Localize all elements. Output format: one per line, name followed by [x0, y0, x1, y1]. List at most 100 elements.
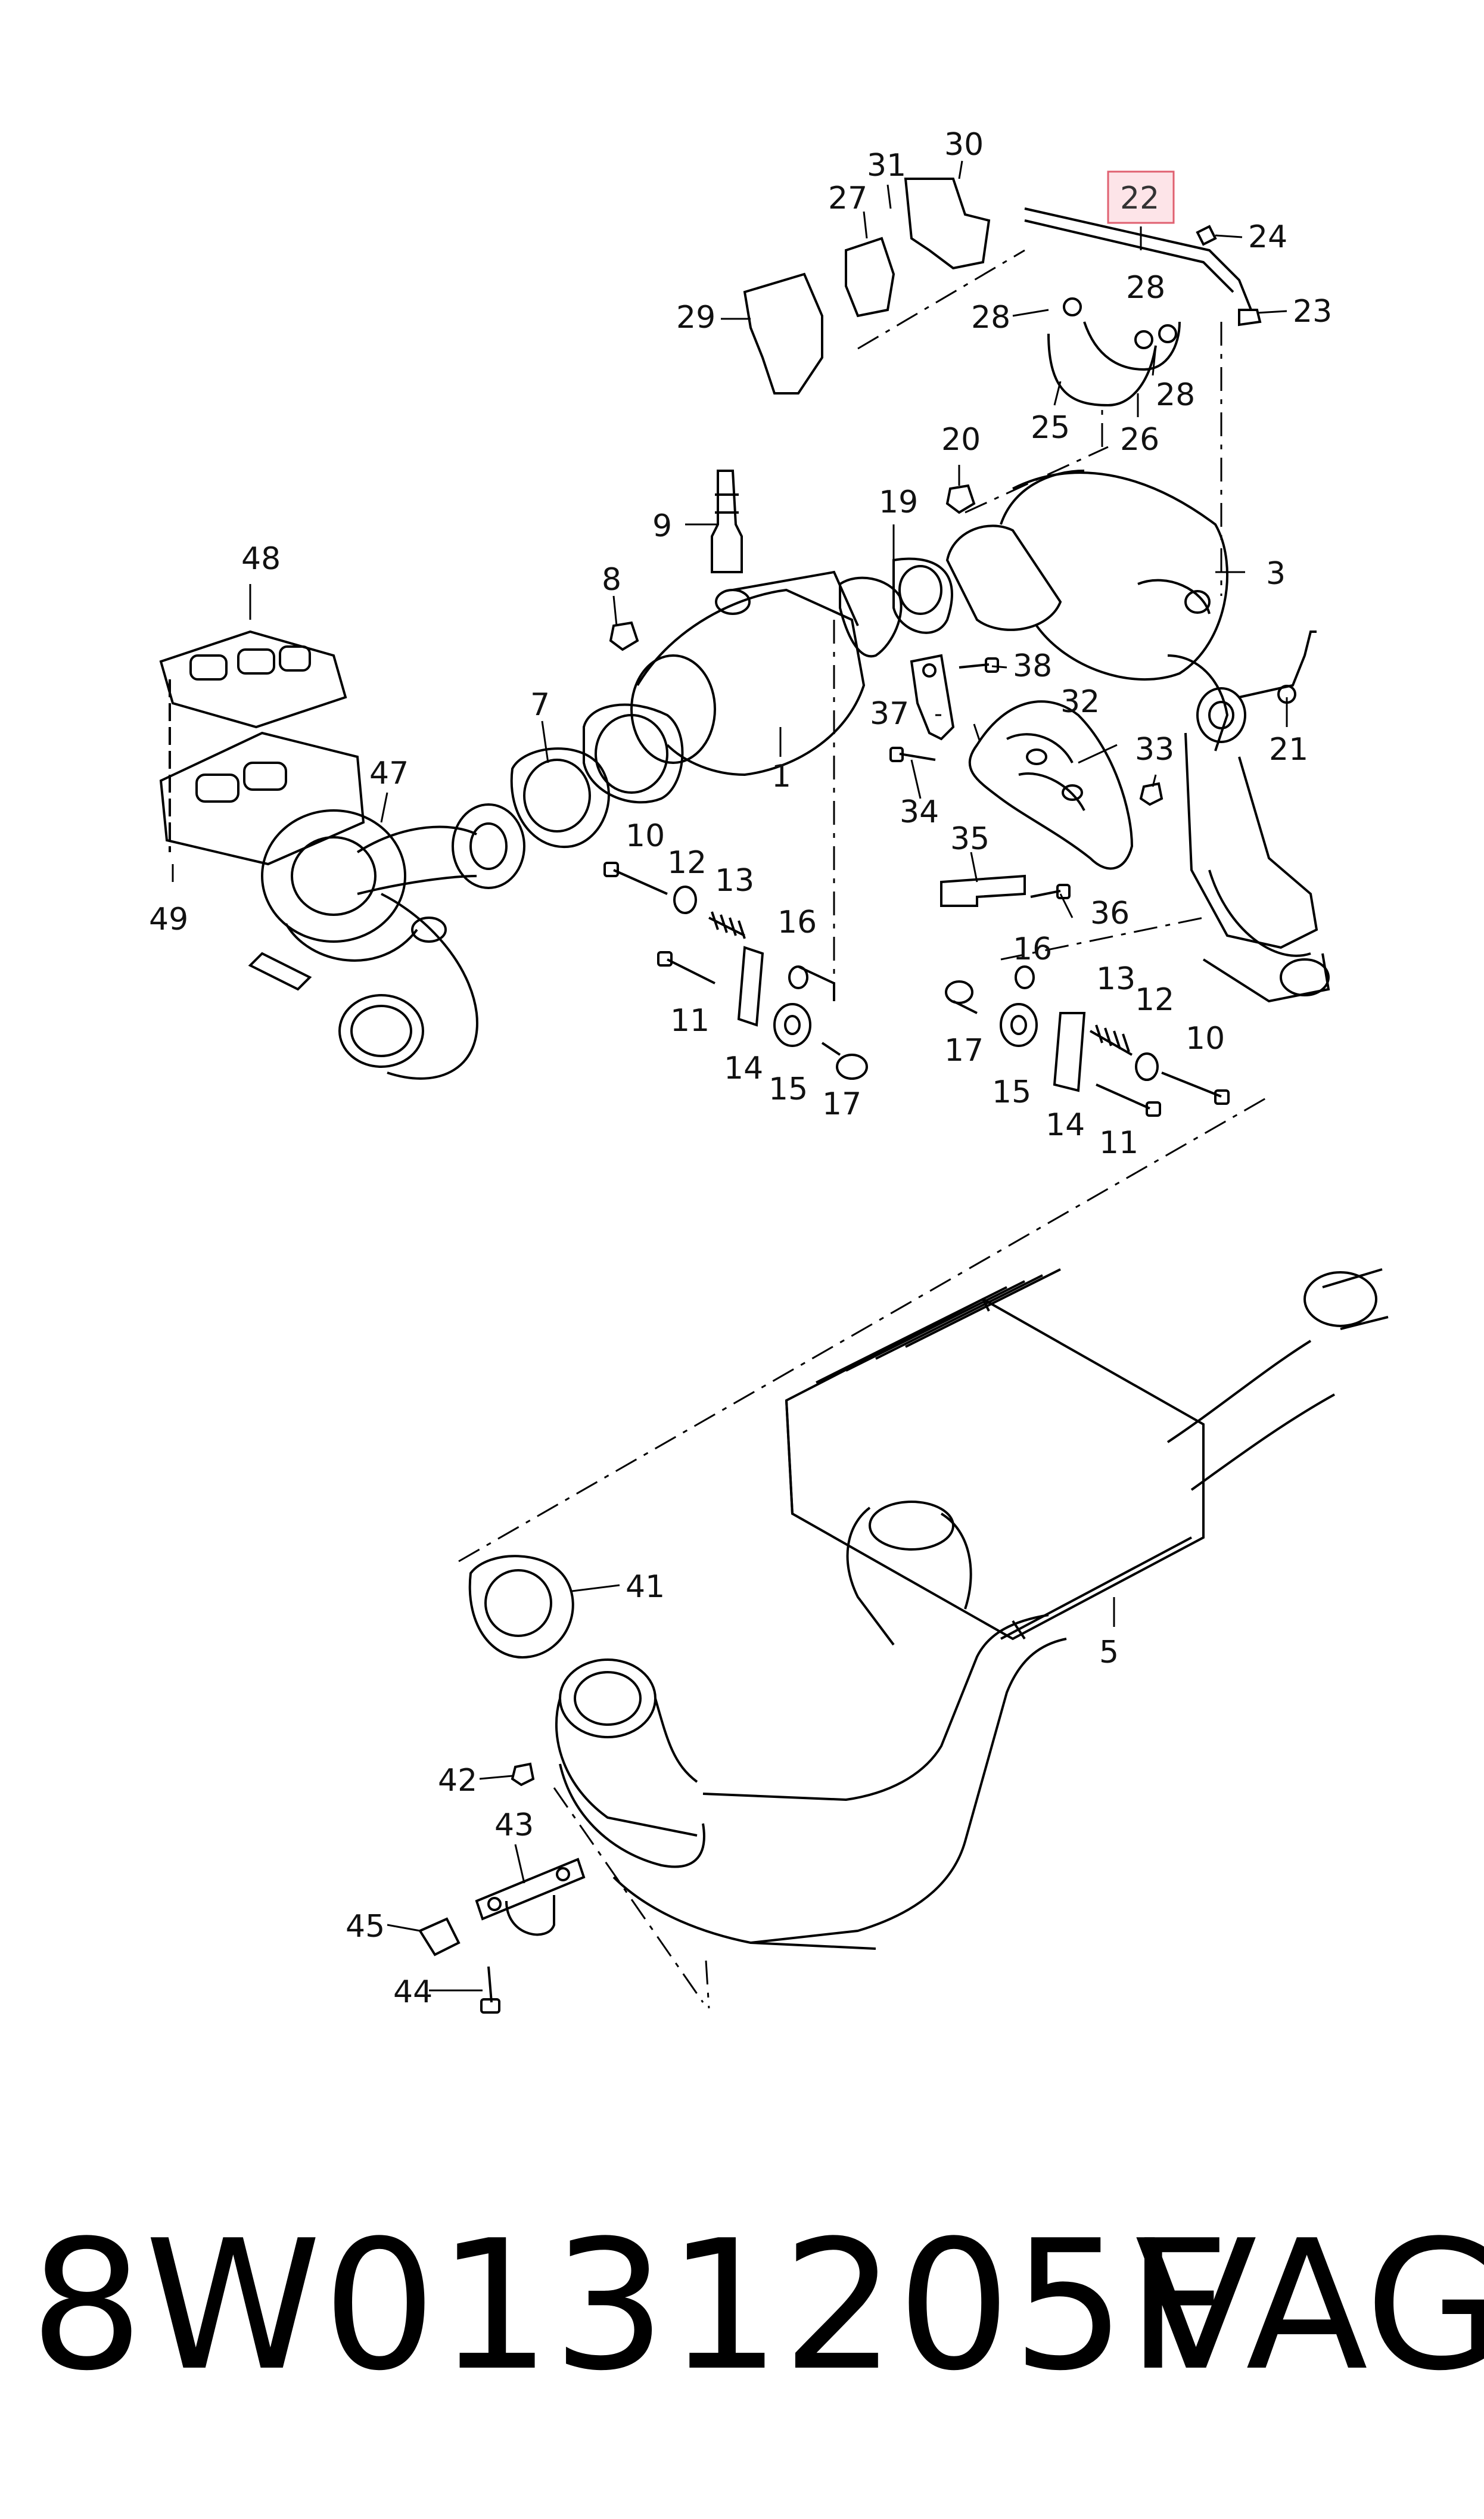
turbo-gasket-48 — [159, 630, 347, 729]
callout-5: 5 — [1099, 1635, 1119, 1670]
washer-12-right — [1135, 1052, 1159, 1081]
callout-9: 9 — [652, 508, 672, 544]
bracket-43 — [475, 1858, 586, 1936]
callout-14-left: 14 — [724, 1051, 763, 1086]
bushing-15-right — [1000, 1003, 1038, 1047]
callout-12-left: 12 — [667, 845, 707, 881]
bracket-14-right — [1053, 1012, 1086, 1092]
callout-36: 36 — [1090, 896, 1130, 931]
bracket-35 — [940, 874, 1026, 907]
bracket-30 — [904, 178, 991, 270]
callout-17-left: 17 — [822, 1086, 861, 1122]
callout-3: 3 — [1266, 556, 1286, 592]
callout-28-c: 28 — [1156, 377, 1195, 413]
callout-32: 32 — [1060, 684, 1100, 720]
gasket-41 — [468, 1555, 574, 1659]
callout-21: 21 — [1269, 732, 1308, 768]
callout-20: 20 — [941, 422, 981, 458]
spring-13-left — [708, 911, 746, 939]
pressure-line-22 — [1024, 207, 1252, 310]
callout-37: 37 — [870, 696, 909, 732]
gasket-19 — [892, 557, 953, 634]
bolt-17-right — [945, 980, 978, 1014]
brand-text: VAG — [1135, 2202, 1484, 2410]
callout-30: 30 — [944, 127, 984, 163]
callout-13-right: 13 — [1096, 961, 1135, 997]
bolt-11-right — [1096, 1083, 1161, 1117]
callout-28-b: 28 — [1126, 270, 1165, 306]
washer-12-left — [673, 886, 697, 914]
spring-13-right — [1090, 1024, 1133, 1056]
callout-33: 33 — [1135, 732, 1174, 768]
turbocharger-47 — [159, 731, 525, 1080]
gasket-7 — [510, 747, 610, 849]
callout-43: 43 — [494, 1807, 534, 1843]
callout-14-right: 14 — [1046, 1107, 1085, 1143]
callout-8: 8 — [602, 562, 621, 598]
clamp-28 — [1063, 297, 1177, 349]
callout-15-left: 15 — [769, 1071, 808, 1107]
callout-1: 1 — [771, 759, 791, 794]
callout-16-left: 16 — [777, 905, 817, 940]
bracket-37 — [910, 654, 955, 741]
callout-49: 49 — [149, 902, 188, 937]
clip-45 — [418, 1917, 461, 1956]
front-catalyst-pipe — [555, 1501, 1067, 1950]
bolt-38 — [959, 657, 999, 673]
callout-44: 44 — [393, 1974, 433, 2010]
callout-13-left: 13 — [715, 863, 754, 899]
exhaust-system-diagram: 1 3 5 7 8 9 10 11 12 13 14 15 16 17 19 2… — [149, 127, 1389, 2014]
callout-7: 7 — [530, 687, 550, 723]
bolt-34 — [889, 747, 936, 762]
callout-10-right: 10 — [1186, 1021, 1225, 1057]
callout-35: 35 — [950, 821, 990, 857]
callout-24: 24 — [1248, 219, 1287, 255]
spacer-16-left — [788, 965, 835, 1001]
heat-shield-32 — [968, 700, 1134, 870]
nut-20 — [945, 484, 976, 514]
callout-25: 25 — [1031, 410, 1070, 446]
hose-25 — [1047, 333, 1157, 407]
callout-27: 27 — [828, 181, 867, 216]
part-number-text: 8W0131205F — [30, 2202, 1231, 2410]
bolt-36 — [1030, 884, 1071, 899]
callout-38: 38 — [1013, 648, 1052, 684]
bolt-11-left — [657, 951, 715, 984]
nut-8 — [609, 621, 639, 651]
bolt-10-right — [1161, 1071, 1230, 1105]
callout-15-right: 15 — [992, 1074, 1031, 1110]
callout-16-right: 16 — [1013, 931, 1052, 967]
callout-28-a: 28 — [971, 300, 1010, 336]
callout-26: 26 — [1120, 422, 1159, 458]
callout-42: 42 — [438, 1763, 477, 1799]
bolt-10-left — [603, 862, 668, 895]
callout-12-right: 12 — [1135, 982, 1174, 1018]
callout-19: 19 — [879, 484, 918, 520]
callout-45: 45 — [346, 1909, 385, 1945]
bolt-17-left — [821, 1042, 868, 1080]
temperature-sensor-21 — [1239, 630, 1317, 704]
callout-34: 34 — [900, 794, 939, 830]
particulate-filter-3 — [945, 470, 1330, 1003]
nut-33 — [1139, 782, 1163, 806]
pressure-sensor-27 — [845, 237, 895, 318]
callout-17-right: 17 — [944, 1033, 984, 1069]
callout-31: 31 — [867, 148, 906, 184]
callout-47: 47 — [369, 756, 409, 791]
bracket-29 — [743, 272, 823, 395]
callout-48: 48 — [241, 541, 281, 577]
callout-11-left: 11 — [670, 1003, 710, 1039]
nut-42 — [511, 1762, 535, 1787]
cap-24 — [1196, 225, 1217, 246]
callout-22: 22 — [1120, 181, 1159, 216]
rear-silencer-5 — [785, 1268, 1389, 1641]
oxygen-sensor-9 — [711, 470, 743, 573]
bolt-44 — [480, 1966, 500, 2014]
catalytic-converter-1 — [583, 570, 903, 804]
spacer-16-right — [1015, 965, 1035, 989]
callout-23: 23 — [1293, 294, 1332, 330]
callout-11-right: 11 — [1099, 1125, 1138, 1161]
hose-26 — [1083, 321, 1181, 371]
fitting-23 — [1238, 309, 1262, 327]
callout-41: 41 — [626, 1569, 665, 1605]
